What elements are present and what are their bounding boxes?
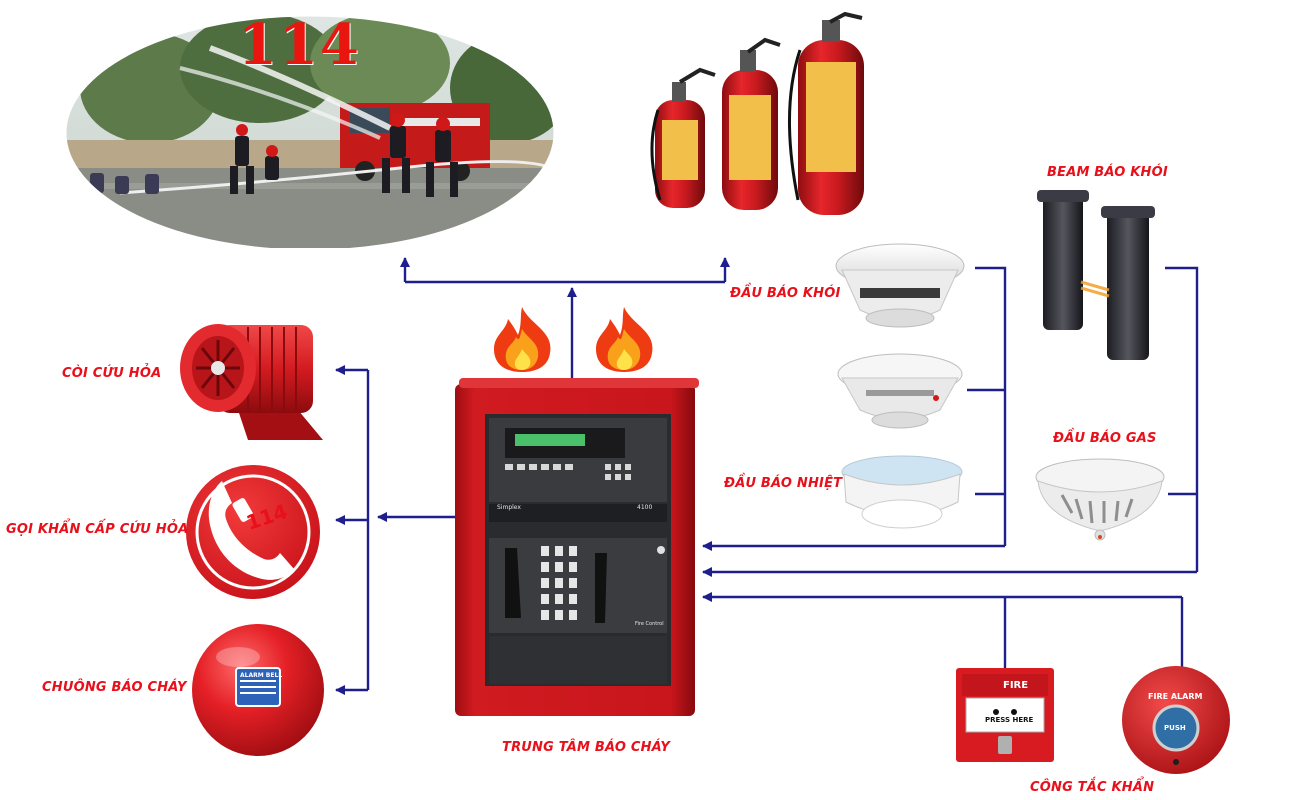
- fire-extinguishers: [640, 10, 870, 220]
- smoke-detector-device-2: [832, 350, 968, 436]
- beam-smoke-label: BEAM BÁO KHÓI: [1047, 165, 1168, 180]
- manual-call-point-device: [956, 668, 1054, 762]
- siren-label: CÒI CỨU HỎA: [62, 366, 162, 381]
- gas-detector-device: [1032, 455, 1168, 545]
- panel-model: 4100: [637, 504, 653, 511]
- firefighting-scene: [60, 8, 560, 248]
- smoke-detector-device: [832, 238, 968, 334]
- fire-alarm-push-label: PUSH: [1164, 724, 1186, 732]
- smoke-detector-label: ĐẦU BÁO KHÓI: [730, 286, 841, 301]
- manual-switch-label: CÔNG TẮC KHẨN: [1030, 780, 1155, 795]
- fire-alarm-title: FIRE ALARM: [1148, 692, 1203, 701]
- flame-icon: [588, 305, 660, 373]
- phone-icon: [184, 463, 322, 601]
- fire-alarm-push-button-device: [1120, 664, 1232, 776]
- call-point-title: FIRE: [1003, 680, 1029, 691]
- beam-smoke-detector-device: [1035, 190, 1165, 370]
- emergency-call-label: GỌI KHẨN CẤP CỨU HỎA: [6, 522, 189, 537]
- panel-label: TRUNG TÂM BÁO CHÁY: [502, 740, 671, 755]
- panel-brand: Simplex: [497, 504, 521, 511]
- panel-caption: Fire Control: [635, 621, 664, 627]
- siren-device: [178, 315, 328, 450]
- heat-detector-device: [836, 452, 968, 538]
- flame-icon: [486, 305, 558, 373]
- alarm-bell-badge: ALARM BELL: [240, 672, 283, 679]
- alarm-bell-device: [190, 622, 326, 758]
- fire-alarm-control-panel: [455, 378, 701, 716]
- gas-detector-label: ĐẦU BÁO GAS: [1053, 431, 1157, 446]
- emergency-number-text: 114: [238, 12, 361, 78]
- call-point-text: PRESS HERE: [985, 716, 1034, 724]
- bell-label: CHUÔNG BÁO CHÁY: [42, 680, 187, 695]
- heat-detector-label: ĐẦU BÁO NHIỆT: [724, 476, 843, 491]
